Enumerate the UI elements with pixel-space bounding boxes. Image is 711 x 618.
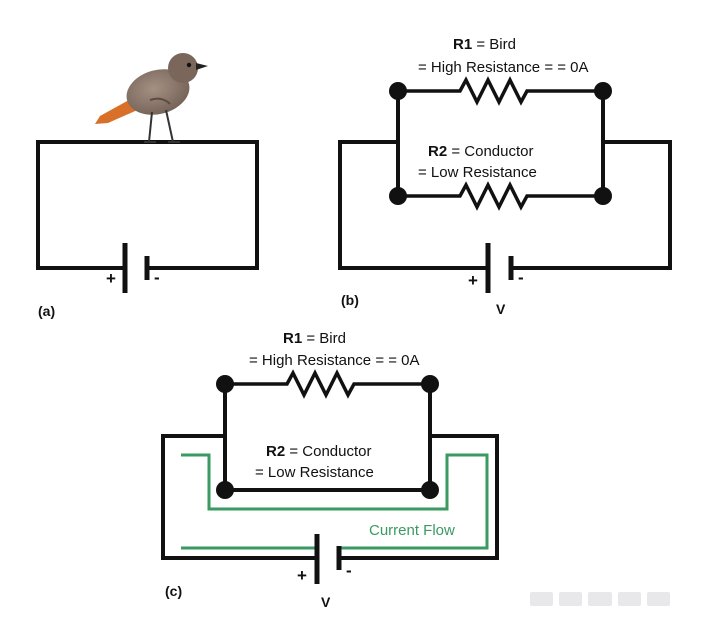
panel-c-tag: (c) — [165, 583, 182, 599]
watermark — [530, 592, 671, 606]
panel-a-circuit-wire — [36, 140, 259, 270]
panel-c-node — [421, 375, 439, 393]
panel-c-node — [216, 375, 234, 393]
panel-c-r1-resistor — [225, 369, 430, 399]
panel-b-r2-label: R2 = Conductor — [428, 143, 534, 160]
panel-c-r1-description: = High Resistance = = 0A — [249, 352, 420, 369]
current-flow-label: Current Flow — [369, 522, 455, 539]
panel-c-r2-description: = Low Resistance — [255, 464, 374, 481]
panel-b-r2-description: = Low Resistance — [418, 164, 537, 181]
bird-icon — [95, 53, 208, 143]
panel-c-minus-sign: - — [346, 561, 352, 580]
panel-b-node — [594, 187, 612, 205]
panel-b-circuit-wire — [338, 140, 672, 270]
panel-a-tag: (a) — [38, 303, 55, 319]
panel-b-r2-resistor — [398, 181, 603, 211]
panel-a: + - (a) — [36, 53, 259, 319]
panel-b-plus-sign: + — [468, 271, 478, 290]
panel-b-r1-description: = High Resistance = = 0A — [418, 59, 589, 76]
panel-b-node — [594, 82, 612, 100]
panel-c-node — [216, 481, 234, 499]
panel-b-node — [389, 82, 407, 100]
panel-c-node — [421, 481, 439, 499]
panel-b: + - V (b) R1 = Bird = High Resistance = … — [338, 36, 672, 317]
current-flow-path — [181, 453, 489, 550]
panel-c-r2-label: R2 = Conductor — [266, 443, 372, 460]
panel-a-minus-sign: - — [154, 268, 160, 287]
panel-b-node — [389, 187, 407, 205]
panel-b-tag: (b) — [341, 292, 359, 308]
panel-c-voltage-label: V — [321, 594, 331, 610]
panel-c-plus-sign: + — [297, 566, 307, 585]
panel-b-minus-sign: - — [518, 268, 524, 287]
panel-b-r1-label: R1 = Bird — [453, 36, 516, 53]
panel-a-plus-sign: + — [106, 269, 116, 288]
panel-b-voltage-label: V — [496, 301, 506, 317]
panel-c-circuit-wire — [161, 434, 499, 560]
panel-c-r1-label: R1 = Bird — [283, 330, 346, 347]
panel-b-r1-resistor — [398, 76, 603, 106]
panel-c: Current Flow + - V (c) R1 = Bird = High … — [161, 330, 499, 610]
